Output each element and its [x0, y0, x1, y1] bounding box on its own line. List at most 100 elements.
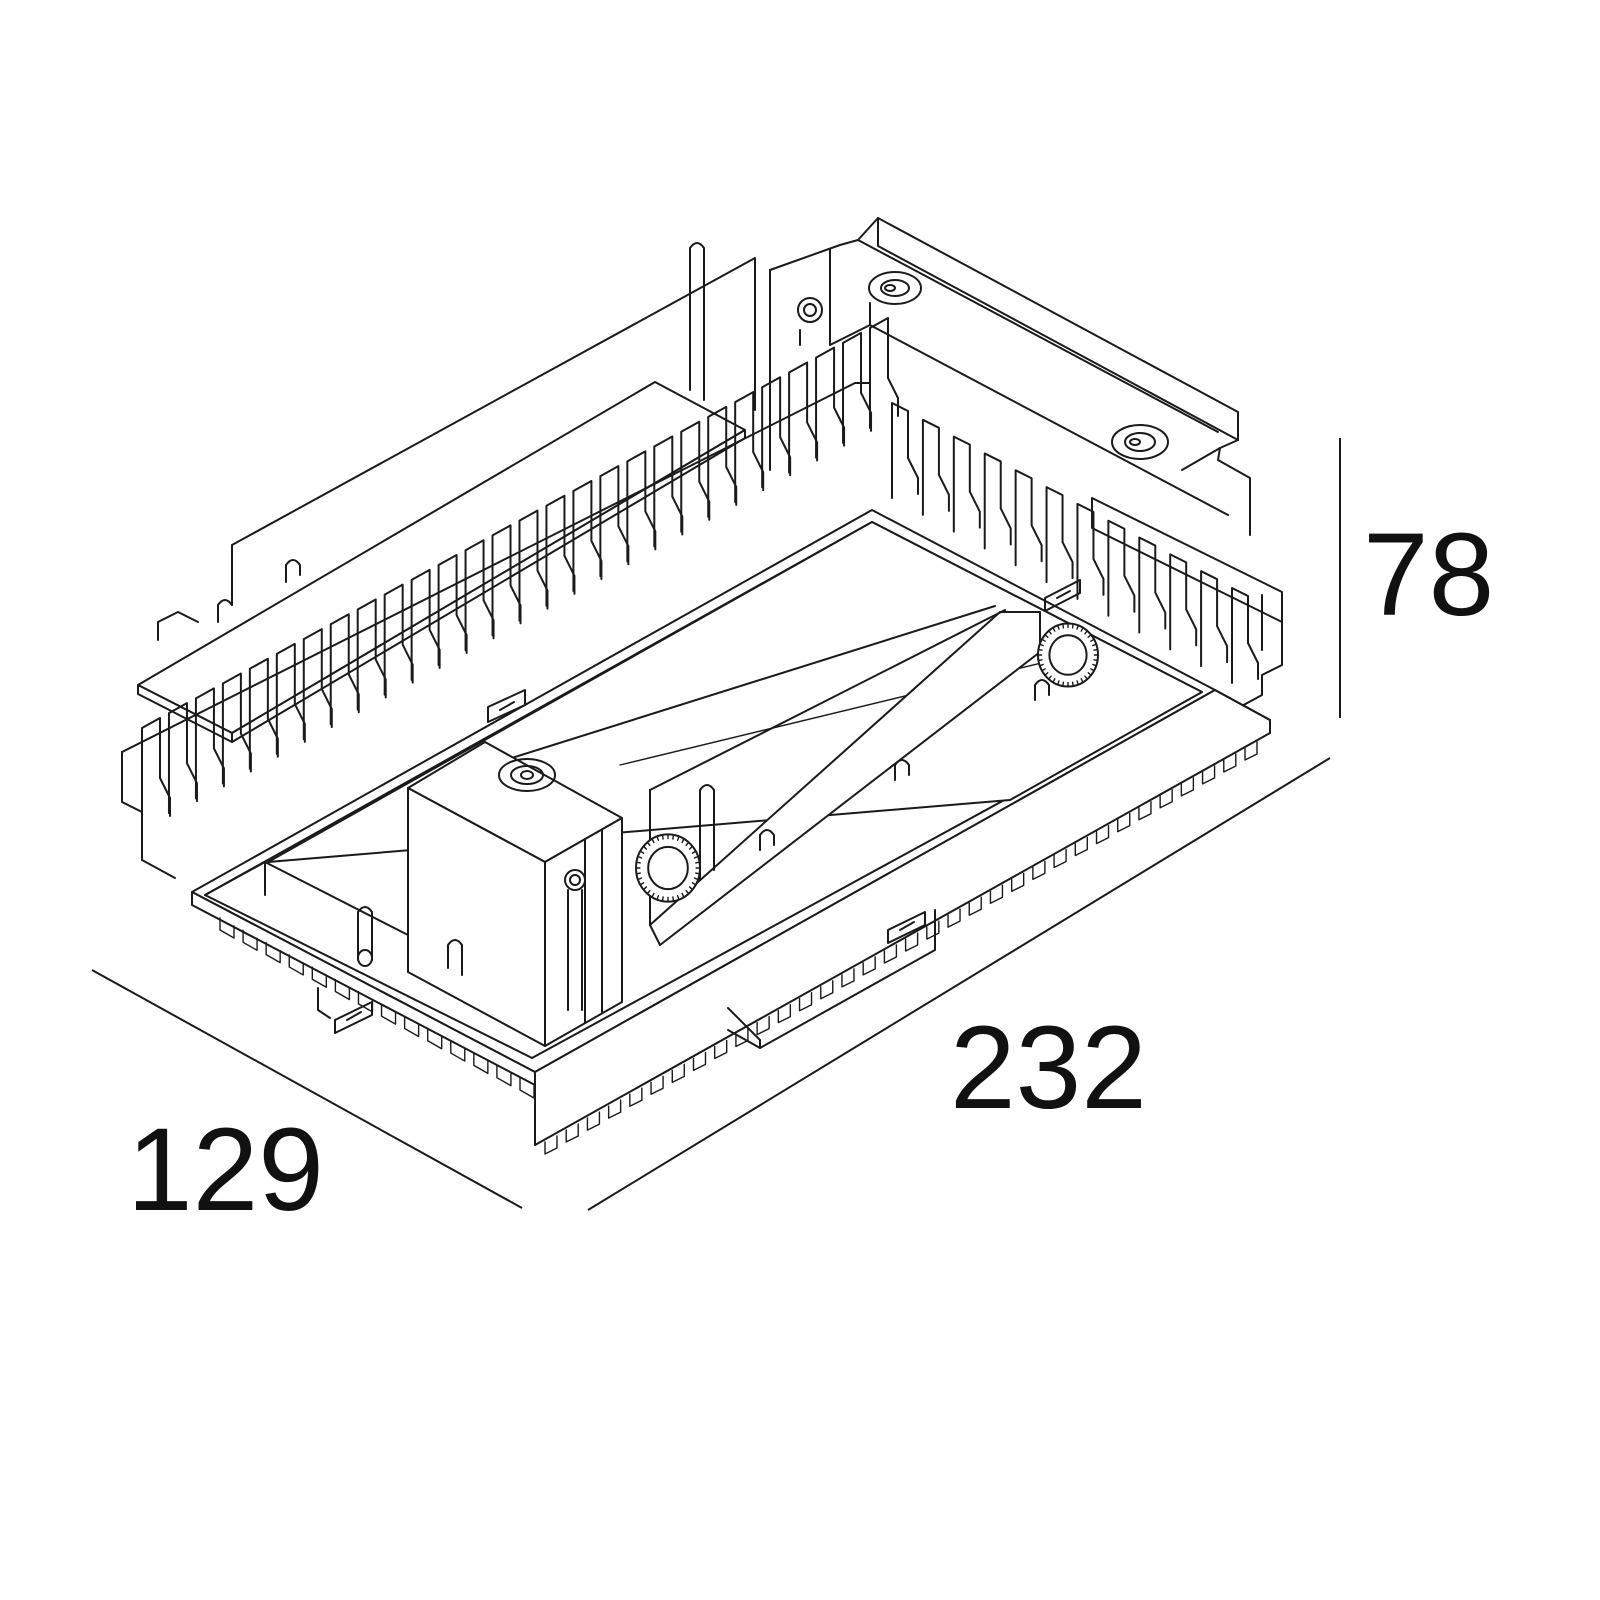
cooling-fin — [329, 613, 360, 726]
cooling-fin — [761, 376, 792, 489]
edge-tooth — [1117, 812, 1131, 833]
cooling-fin — [952, 435, 981, 533]
edge-tooth — [650, 1075, 664, 1095]
edge-tooth — [1201, 765, 1216, 785]
depth-dimension-label: 129 — [127, 1104, 324, 1236]
cooling-fin — [1107, 519, 1136, 617]
length-dimension-label: 232 — [950, 1002, 1147, 1134]
dimension-lines — [91, 438, 1341, 1211]
edge-tooth — [1223, 753, 1237, 773]
edge-tooth — [989, 884, 1004, 904]
edge-tooth — [426, 1028, 443, 1050]
driver-box — [407, 741, 623, 1047]
cooling-fin — [983, 452, 1012, 550]
front-serrated-edge — [544, 741, 1258, 1155]
cooling-fin — [356, 598, 387, 711]
edge-tooth — [586, 1111, 601, 1131]
cooling-fin — [599, 465, 630, 578]
edge-tooth — [311, 966, 328, 988]
edge-tooth — [288, 954, 304, 976]
recessed-housing — [121, 217, 1283, 1155]
edge-tooth — [671, 1063, 685, 1084]
cooling-fin — [734, 391, 765, 504]
right-mounting-bracket — [769, 217, 1283, 709]
cooling-fin — [815, 346, 846, 459]
cooling-fin — [437, 554, 468, 667]
cooling-fin — [1169, 553, 1198, 651]
edge-tooth — [841, 968, 855, 988]
edge-tooth — [1138, 800, 1152, 821]
edge-tooth — [380, 1003, 397, 1025]
cooling-fin — [275, 642, 306, 755]
edge-tooth — [735, 1027, 749, 1048]
height-dimension-label: 78 — [1363, 509, 1494, 641]
edge-tooth — [947, 908, 961, 928]
screw-hole-2 — [1111, 424, 1169, 460]
edge-tooth — [565, 1123, 579, 1143]
cooling-fins-right — [891, 402, 1259, 684]
edge-tooth — [265, 941, 281, 964]
edge-tooth — [496, 1064, 512, 1087]
edge-tooth — [1095, 824, 1110, 845]
edge-tooth — [544, 1135, 558, 1155]
slot-tabs — [317, 579, 1081, 1034]
cooling-fin — [842, 331, 873, 444]
edge-tooth — [904, 932, 919, 952]
edge-tooth — [926, 920, 940, 940]
edge-tooth — [1053, 848, 1067, 869]
cooling-fin — [788, 361, 819, 474]
cooling-fin — [464, 539, 495, 652]
adjustment-knob-back — [1037, 622, 1099, 688]
length-dimension-line — [587, 757, 1331, 1211]
cooling-fin — [921, 418, 950, 516]
left-inner-wall — [204, 861, 463, 976]
edge-tooth — [883, 944, 898, 964]
cooling-fin — [141, 717, 171, 829]
cooling-fin — [545, 494, 576, 607]
cooling-fin — [518, 509, 549, 622]
cooling-fin — [194, 687, 225, 800]
led-module — [649, 609, 1050, 946]
edge-tooth — [1159, 789, 1173, 809]
cooling-fin — [383, 583, 414, 696]
edge-tooth — [403, 1015, 420, 1038]
cooling-fin — [1014, 469, 1043, 567]
cooling-fin — [1076, 502, 1105, 600]
edge-tooth — [713, 1039, 728, 1060]
depth-dimension-line — [91, 969, 523, 1209]
edge-tooth — [862, 956, 876, 976]
edge-tooth — [756, 1015, 770, 1036]
cooling-fin — [653, 435, 684, 548]
cooling-fin — [1138, 536, 1167, 634]
cooling-fin — [167, 702, 198, 815]
cooling-fin — [707, 405, 738, 518]
edge-tooth — [242, 929, 258, 952]
edge-tooth — [519, 1077, 535, 1099]
cooling-fin — [410, 568, 441, 681]
edge-tooth — [1010, 872, 1025, 893]
cooling-fin — [680, 420, 711, 533]
edge-tooth — [1032, 860, 1046, 881]
cooling-fin — [1045, 486, 1074, 584]
edge-tooth — [450, 1040, 466, 1062]
edge-tooth — [692, 1051, 707, 1072]
cooling-fin — [302, 628, 333, 741]
edge-tooth — [798, 992, 813, 1012]
cooling-fin — [221, 672, 252, 785]
cooling-fin — [891, 402, 919, 499]
cooling-fin — [1200, 570, 1229, 668]
cooling-fin — [869, 317, 899, 429]
screw-hole-3 — [797, 297, 823, 346]
cooling-fin — [248, 657, 279, 770]
screw-hole-1 — [868, 271, 922, 305]
cooling-fin — [1231, 587, 1259, 684]
lower-back-plate — [727, 909, 936, 1049]
edge-tooth — [1180, 777, 1195, 797]
edge-tooth — [629, 1087, 643, 1107]
edge-tooth — [968, 896, 982, 916]
edge-tooth — [473, 1052, 489, 1075]
cooling-fins-left — [141, 317, 899, 829]
cooling-fin — [491, 524, 522, 637]
back-wall — [121, 382, 871, 879]
